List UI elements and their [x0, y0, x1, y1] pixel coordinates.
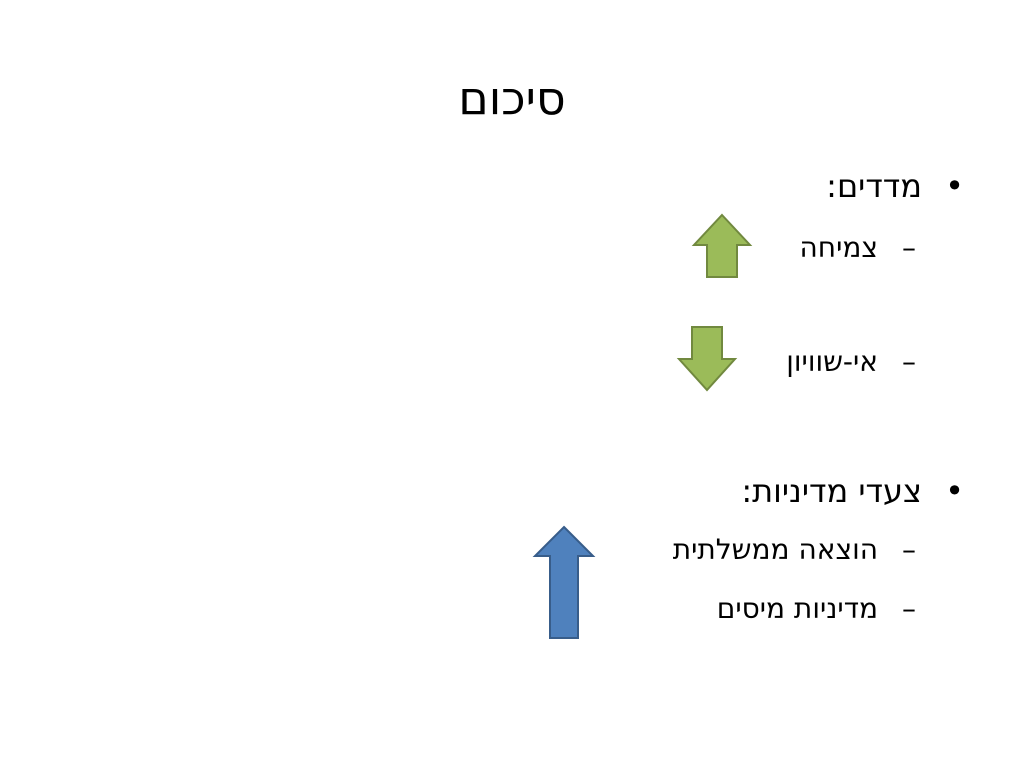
- sub-item-growth: –צמיחה: [800, 230, 916, 266]
- arrow-up-icon: [532, 525, 596, 639]
- bullet-policy-steps: • צעדי מדיניות:: [741, 471, 964, 511]
- sub-item-inequality-label: אי-שוויון: [786, 345, 878, 378]
- bullet-indicators: • מדדים:: [826, 166, 964, 206]
- sub-item-inequality: –אי-שוויון: [786, 344, 916, 380]
- bullet-mark: •: [945, 167, 964, 205]
- sub-item-government-spending-label: הוצאה ממשלתית: [672, 533, 878, 566]
- policy-up-arrow-shape: [532, 525, 596, 639]
- growth-up-arrow-shape: [691, 213, 753, 278]
- dash-mark: –: [902, 592, 916, 625]
- bullet-policy-steps-label: צעדי מדיניות:: [741, 472, 922, 510]
- arrow-down-icon: [676, 326, 738, 392]
- sub-item-growth-label: צמיחה: [799, 231, 878, 264]
- arrow-up-icon: [691, 213, 753, 278]
- slide-title: סיכום: [458, 71, 566, 125]
- sub-item-government-spending: –הוצאה ממשלתית: [673, 532, 916, 568]
- sub-item-tax-policy-label: מדיניות מיסים: [716, 592, 878, 625]
- dash-mark: –: [902, 533, 916, 566]
- bullet-mark: •: [945, 472, 964, 510]
- inequality-down-arrow-shape: [676, 326, 738, 392]
- bullet-indicators-label: מדדים:: [826, 167, 922, 205]
- dash-mark: –: [902, 345, 916, 378]
- sub-item-tax-policy: –מדיניות מיסים: [717, 591, 916, 627]
- dash-mark: –: [902, 231, 916, 264]
